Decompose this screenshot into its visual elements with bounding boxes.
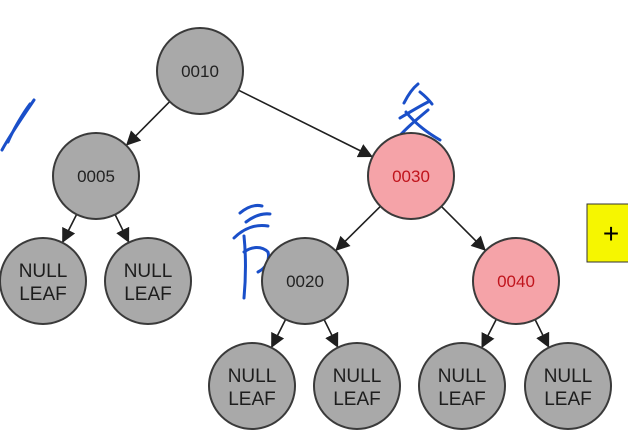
- edge-n10-n30: [238, 89, 373, 158]
- node-circle: [524, 342, 612, 430]
- edge-n20-l4: [323, 319, 339, 348]
- plus-box-partial: +: [586, 203, 628, 263]
- ink-stroke-left: [0, 98, 36, 152]
- tree-node-0030: 0030: [367, 132, 455, 220]
- node-circle: [367, 132, 455, 220]
- node-circle: [156, 27, 244, 115]
- edge-n05-l2: [114, 214, 130, 243]
- node-label: 0010: [181, 62, 219, 81]
- node-circle: [208, 342, 296, 430]
- node-label: 0030: [392, 167, 430, 186]
- node-label: LEAF: [228, 389, 276, 410]
- node-label: 0040: [497, 272, 535, 291]
- node-circle: [104, 237, 192, 325]
- node-circle: [313, 342, 401, 430]
- node-label: NULL: [228, 366, 277, 387]
- node-circle: [0, 237, 87, 325]
- tree-node-0005: 0005: [52, 132, 140, 220]
- node-circle: [418, 342, 506, 430]
- annotation-grandpa: [232, 204, 272, 300]
- node-label: LEAF: [438, 389, 486, 410]
- node-label: NULL: [544, 366, 593, 387]
- edge-n30-n40: [440, 205, 486, 251]
- edge-n10-n05: [125, 100, 171, 146]
- node-label: LEAF: [544, 389, 592, 410]
- edge-n40-l5: [481, 318, 498, 349]
- node-label: NULL: [19, 261, 68, 282]
- edge-n30-n20: [335, 205, 382, 252]
- node-circle: [261, 237, 349, 325]
- node-label: LEAF: [19, 284, 67, 305]
- node-circle: [52, 132, 140, 220]
- edge-n20-l3: [271, 319, 287, 349]
- annotation-father: [394, 82, 442, 142]
- node-label: NULL: [333, 366, 382, 387]
- edge-n40-l6: [534, 319, 550, 348]
- node-label: LEAF: [124, 284, 172, 305]
- tree-node-0040: 0040: [472, 237, 560, 325]
- plus-icon: +: [603, 218, 619, 249]
- node-label: 0005: [77, 167, 115, 186]
- node-circle: [472, 237, 560, 325]
- tree-node-0010: 0010: [156, 27, 244, 115]
- node-label: NULL: [438, 366, 487, 387]
- node-label: 0020: [286, 272, 324, 291]
- node-label: NULL: [124, 261, 173, 282]
- node-label: LEAF: [333, 389, 381, 410]
- edge-n05-l1: [62, 214, 78, 244]
- tree-node-0020: 0020: [261, 237, 349, 325]
